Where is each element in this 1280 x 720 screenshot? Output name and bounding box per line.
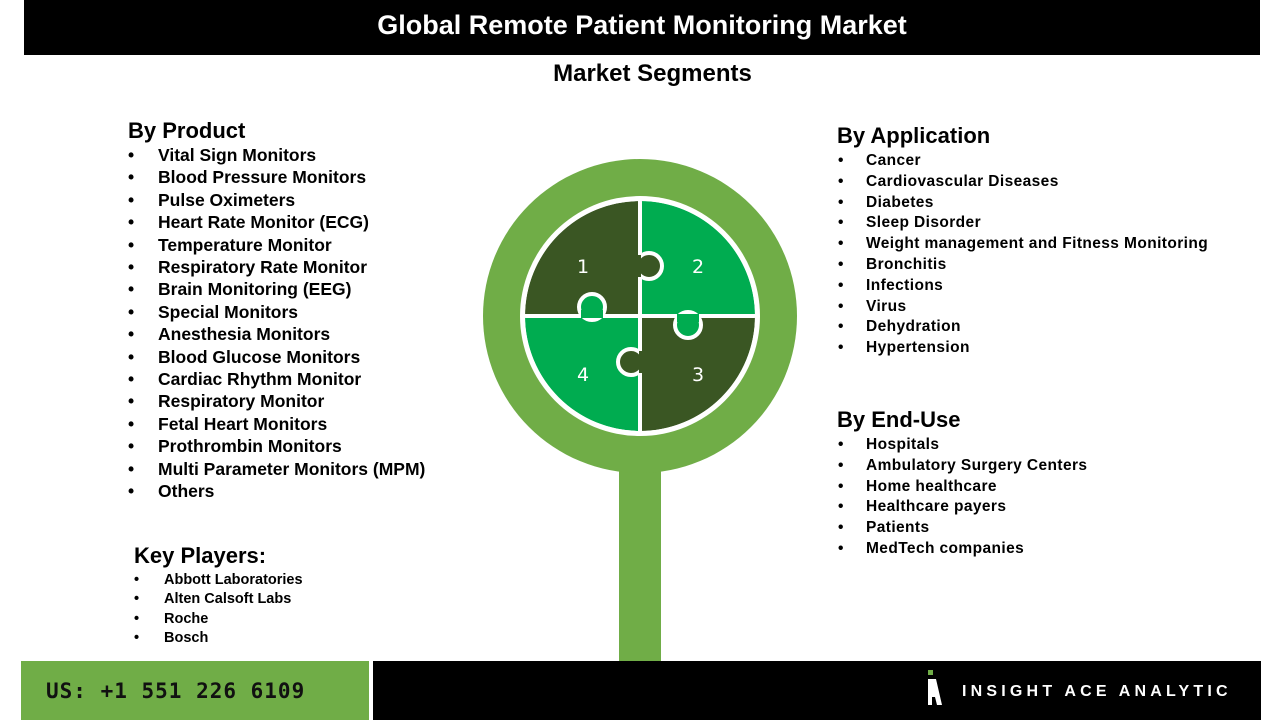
list-item: Blood Glucose Monitors — [128, 346, 425, 369]
key-players-section: Key Players: Abbott LaboratoriesAlten Ca… — [134, 543, 303, 648]
list-item: Diabetes — [837, 193, 1208, 214]
phone-number: US: +1 551 226 6109 — [46, 679, 306, 703]
by-application-section: By Application CancerCardiovascular Dise… — [837, 123, 1208, 359]
by-end-use-section: By End-Use HospitalsAmbulatory Surgery C… — [837, 407, 1087, 560]
list-item: Cardiac Rhythm Monitor — [128, 368, 425, 391]
list-item: Abbott Laboratories — [134, 571, 303, 591]
list-item: Respiratory Monitor — [128, 390, 425, 413]
list-item: Temperature Monitor — [128, 234, 425, 257]
list-item: Healthcare payers — [837, 497, 1087, 518]
list-item: Blood Pressure Monitors — [128, 166, 425, 189]
list-item: Brain Monitoring (EEG) — [128, 278, 425, 301]
list-item: Cardiovascular Diseases — [837, 172, 1208, 193]
end-use-list: HospitalsAmbulatory Surgery CentersHome … — [837, 435, 1087, 560]
application-list: CancerCardiovascular DiseasesDiabetesSle… — [837, 151, 1208, 359]
list-item: Prothrombin Monitors — [128, 435, 425, 458]
list-item: Hospitals — [837, 435, 1087, 456]
list-item: Respiratory Rate Monitor — [128, 256, 425, 279]
by-product-section: By Product Vital Sign MonitorsBlood Pres… — [128, 118, 425, 503]
list-item: Infections — [837, 276, 1208, 297]
puzzle-label-4: 4 — [577, 364, 589, 386]
list-item: Home healthcare — [837, 477, 1087, 498]
footer-brand-bar — [373, 661, 1261, 720]
footer-contact-bar — [21, 661, 369, 720]
list-item: Alten Calsoft Labs — [134, 590, 303, 610]
key-players-list: Abbott LaboratoriesAlten Calsoft LabsRoc… — [134, 571, 303, 648]
section-heading: By End-Use — [837, 407, 961, 432]
product-list: Vital Sign MonitorsBlood Pressure Monito… — [128, 144, 425, 503]
list-item: Others — [128, 480, 425, 503]
list-item: Weight management and Fitness Monitoring — [837, 234, 1208, 255]
list-item: Bosch — [134, 629, 303, 649]
puzzle-label-2: 2 — [692, 256, 704, 278]
list-item: Patients — [837, 518, 1087, 539]
section-heading: Key Players: — [134, 543, 267, 568]
section-heading: By Product — [128, 118, 246, 143]
list-item: Virus — [837, 297, 1208, 318]
list-item: Cancer — [837, 151, 1208, 172]
list-item: Sleep Disorder — [837, 213, 1208, 234]
list-item: Pulse Oximeters — [128, 189, 425, 212]
list-item: Dehydration — [837, 317, 1208, 338]
list-item: Fetal Heart Monitors — [128, 413, 425, 436]
list-item: Ambulatory Surgery Centers — [837, 456, 1087, 477]
list-item: Roche — [134, 610, 303, 630]
list-item: Bronchitis — [837, 255, 1208, 276]
list-item: Special Monitors — [128, 301, 425, 324]
section-heading: By Application — [837, 123, 991, 148]
puzzle-label-3: 3 — [692, 364, 704, 386]
list-item: Hypertension — [837, 338, 1208, 359]
insight-ace-logo-icon — [928, 670, 942, 705]
list-item: Vital Sign Monitors — [128, 144, 425, 167]
puzzle-label-1: 1 — [577, 256, 589, 278]
subtitle: Market Segments — [553, 60, 752, 87]
page-title: Global Remote Patient Monitoring Market — [377, 10, 907, 40]
list-item: Anesthesia Monitors — [128, 323, 425, 346]
brand-name: INSIGHT ACE ANALYTIC — [962, 683, 1232, 700]
title-bar: Global Remote Patient Monitoring Market — [24, 0, 1260, 55]
magnifier-handle — [619, 470, 661, 662]
list-item: Heart Rate Monitor (ECG) — [128, 211, 425, 234]
list-item: Multi Parameter Monitors (MPM) — [128, 458, 425, 481]
list-item: MedTech companies — [837, 539, 1087, 560]
